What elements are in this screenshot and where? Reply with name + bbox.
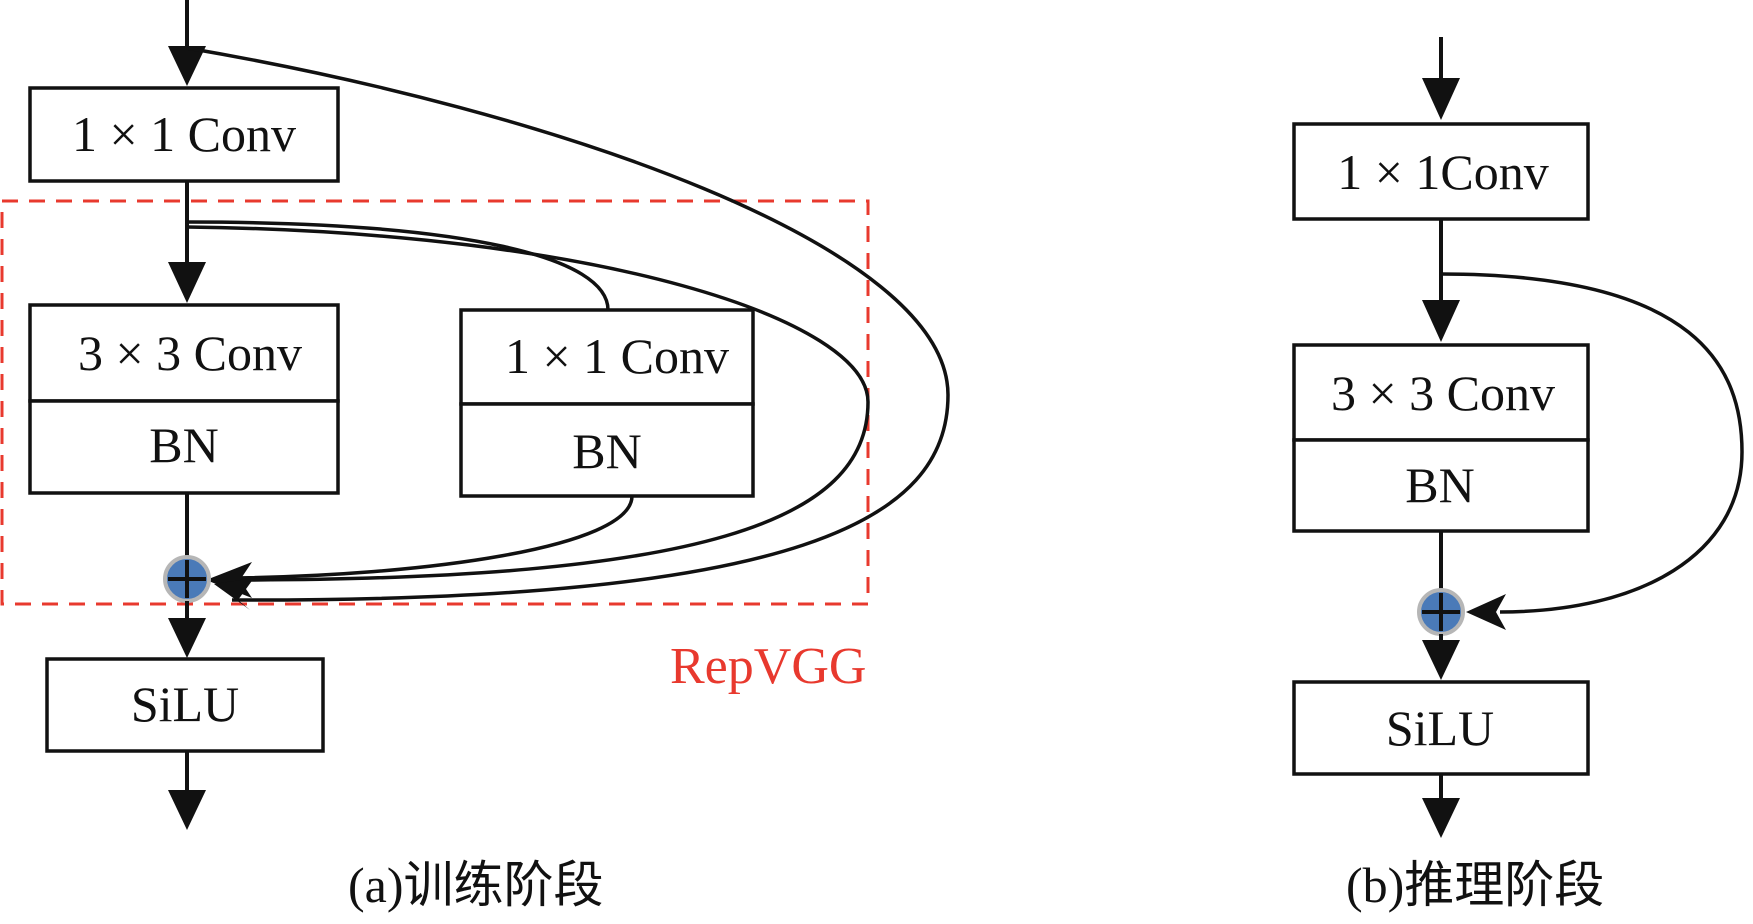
branch-bn-label-a: BN (572, 423, 641, 479)
branch-1x1-out-curve (229, 495, 634, 580)
top-conv-label-b: 1 × 1Conv (1337, 144, 1549, 200)
arrowhead (1466, 594, 1506, 630)
arrowhead (168, 262, 206, 303)
skip-curve-b (1440, 272, 1744, 614)
main-bn-label-b: BN (1405, 457, 1474, 513)
arrowhead (168, 618, 206, 658)
arrowhead (1422, 78, 1460, 120)
panel-b-inference: 1 × 1Conv 3 × 3 Conv BN SiLU (b)推理阶段 (1292, 37, 1744, 913)
arrowhead (214, 578, 254, 610)
branch-conv-box-a (459, 308, 755, 406)
main-conv-label-b: 3 × 3 Conv (1331, 365, 1555, 421)
arrowhead (168, 790, 206, 830)
caption-b: (b)推理阶段 (1346, 857, 1604, 913)
top-conv-box-a (28, 86, 340, 183)
silu-box-b (1292, 680, 1590, 776)
top-conv-box-b (1292, 122, 1590, 221)
branch-conv-label-a: 1 × 1 Conv (505, 328, 729, 384)
arrowhead (168, 46, 206, 86)
branch-1x1-in-curve (186, 220, 610, 311)
add-node-a (163, 555, 211, 603)
panel-a-training: 1 × 1 Conv 3 × 3 Conv BN 1 × 1 Conv BN (0, 0, 950, 913)
top-conv-label-a: 1 × 1 Conv (72, 106, 296, 162)
arrowhead (1422, 300, 1460, 342)
add-node-b (1417, 588, 1465, 636)
branch-bn-box-a (459, 402, 755, 498)
main-bn-box-b (1292, 438, 1590, 533)
outer-skip-curve (186, 46, 950, 602)
caption-a: (a)训练阶段 (348, 857, 604, 913)
main-bn-box-a (28, 399, 340, 495)
silu-label-a: SiLU (131, 676, 239, 732)
main-conv-box-b (1292, 343, 1590, 442)
arrowhead (1422, 798, 1460, 838)
identity-bypass-curve (186, 225, 870, 582)
arrowhead (1422, 640, 1460, 680)
silu-box-a (45, 657, 325, 753)
silu-label-b: SiLU (1386, 700, 1494, 756)
main-conv-label-a: 3 × 3 Conv (78, 325, 302, 381)
repvgg-label: RepVGG (670, 638, 866, 695)
main-bn-label-a: BN (149, 417, 218, 473)
